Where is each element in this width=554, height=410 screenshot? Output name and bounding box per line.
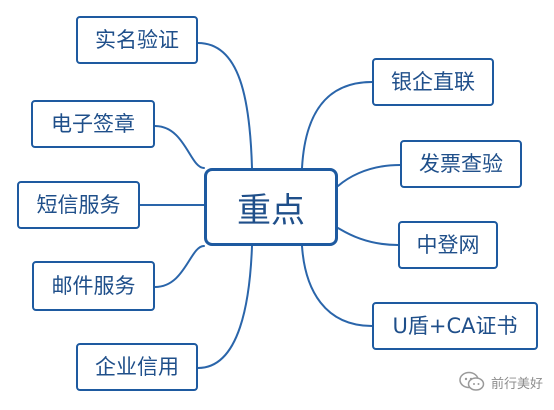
node-left-1: 实名验证	[76, 16, 198, 64]
connector-left-1	[197, 42, 253, 169]
node-right-4: U盾+CA证书	[372, 302, 538, 350]
connector-right-2	[337, 164, 401, 187]
node-right-1: 银企直联	[372, 58, 494, 106]
node-left-4: 邮件服务	[32, 261, 155, 311]
connector-right-4	[301, 245, 373, 327]
connector-left-5	[197, 245, 253, 369]
node-right-3: 中登网	[398, 221, 498, 269]
watermark: 前行美好	[459, 371, 543, 393]
node-right-2: 发票查验	[400, 140, 522, 188]
wechat-icon	[459, 371, 485, 391]
node-left-5: 企业信用	[76, 343, 198, 391]
node-left-2: 电子签章	[31, 100, 155, 148]
connector-right-1	[301, 81, 373, 169]
center-node: 重点	[204, 168, 338, 246]
connector-left-4	[154, 245, 205, 288]
node-left-3: 短信服务	[17, 181, 140, 229]
connector-right-3	[337, 227, 399, 246]
connector-left-2	[154, 125, 205, 169]
watermark-text: 前行美好	[491, 376, 544, 392]
